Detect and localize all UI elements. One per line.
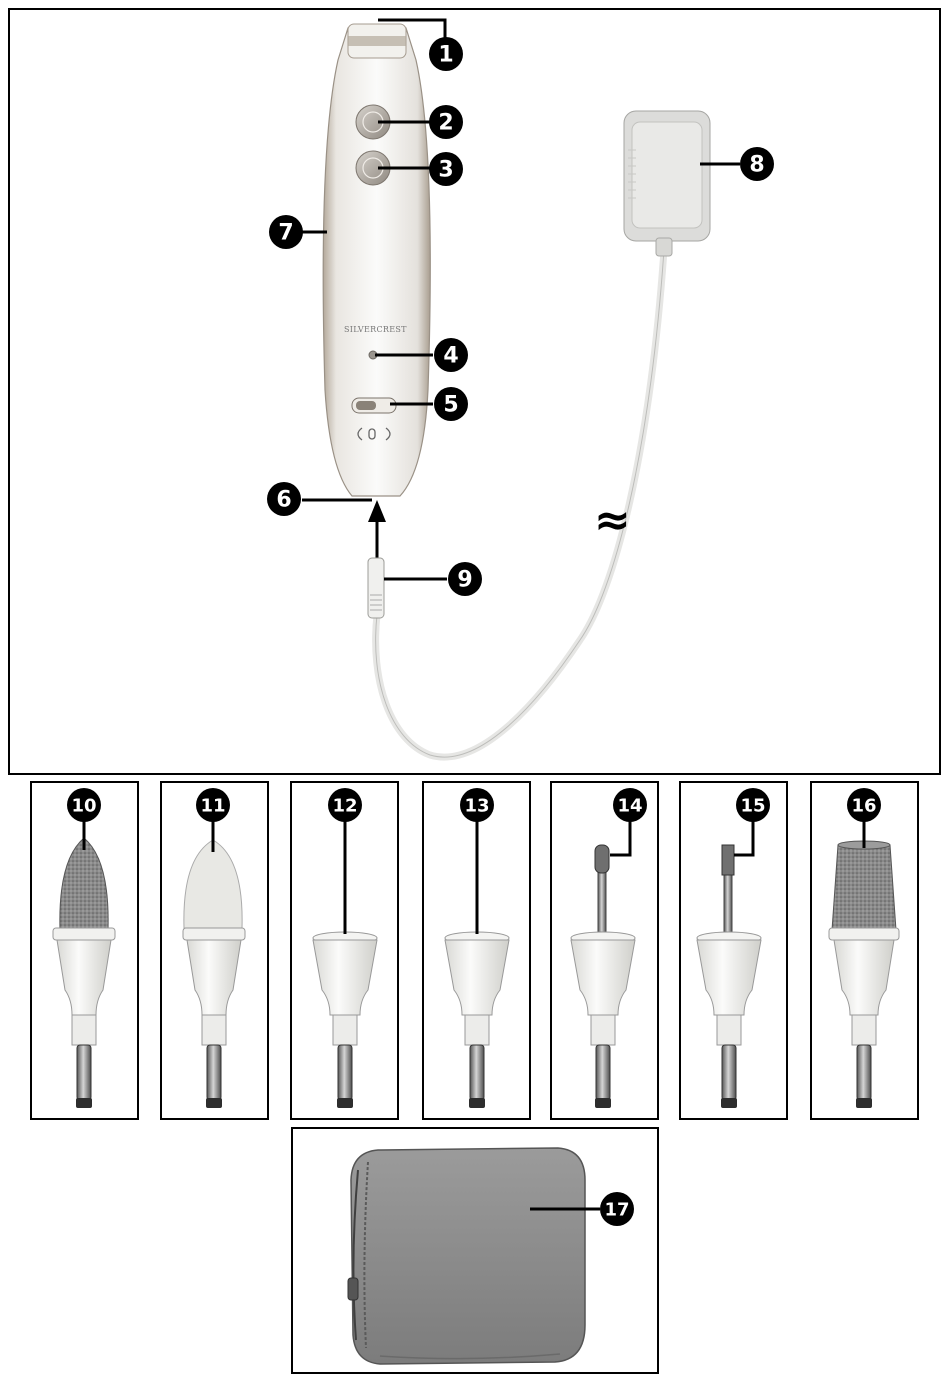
svg-text:16: 16 (851, 796, 876, 817)
cable-length-approx-symbol: ≈ (594, 495, 631, 546)
adapter-plug (368, 558, 384, 618)
svg-text:2: 2 (438, 111, 453, 136)
storage-case (348, 1148, 585, 1364)
callout-12: 12 (328, 788, 362, 822)
main-panel-frame (9, 9, 940, 774)
brand-logo-text: SILVERCREST (344, 325, 407, 334)
power-adapter (624, 111, 710, 256)
svg-text:4: 4 (443, 344, 458, 369)
svg-text:17: 17 (604, 1200, 629, 1221)
svg-text:7: 7 (278, 221, 293, 246)
callout-17: 17 (600, 1192, 634, 1226)
callout-9: 9 (448, 562, 482, 596)
callout-14: 14 (613, 788, 647, 822)
svg-text:6: 6 (276, 488, 291, 513)
callout-5: 5 (434, 387, 468, 421)
svg-text:11: 11 (200, 796, 225, 817)
callout-3: 3 (429, 152, 463, 186)
callout-16: 16 (847, 788, 881, 822)
callout-8: 8 (740, 147, 774, 181)
callout-15: 15 (736, 788, 770, 822)
svg-text:9: 9 (457, 568, 472, 593)
svg-text:10: 10 (71, 796, 96, 817)
svg-text:14: 14 (617, 796, 642, 817)
callout-7: 7 (269, 215, 303, 249)
svg-text:8: 8 (749, 153, 764, 178)
callout-11: 11 (196, 788, 230, 822)
callout-2: 2 (429, 105, 463, 139)
callout-10: 10 (67, 788, 101, 822)
direction-switch[interactable] (352, 398, 396, 413)
callout-6: 6 (267, 482, 301, 516)
svg-text:5: 5 (443, 393, 458, 418)
svg-text:12: 12 (332, 796, 357, 817)
svg-text:1: 1 (438, 43, 453, 68)
svg-text:3: 3 (438, 158, 453, 183)
device-body: SILVERCREST (323, 24, 430, 496)
callout-13: 13 (460, 788, 494, 822)
callout-1: 1 (429, 37, 463, 71)
callout-4: 4 (434, 338, 468, 372)
svg-text:15: 15 (740, 796, 765, 817)
svg-text:13: 13 (464, 796, 489, 817)
